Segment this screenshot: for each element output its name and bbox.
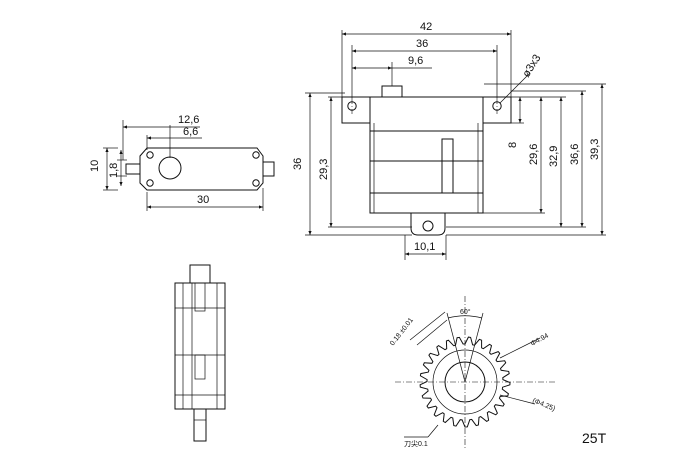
- side-view-body: [125, 147, 275, 191]
- dim-8: 8: [507, 142, 519, 148]
- dim-hole: ø3x3: [520, 52, 543, 79]
- angle-label: 60°: [460, 308, 471, 316]
- dim-12-6: 12,6: [178, 114, 199, 126]
- tolerance-label: 0.18 ±0.01: [389, 317, 415, 347]
- side-view: 12,6 6,6 10 1,8 30: [89, 114, 275, 211]
- dim-9-6: 9,6: [408, 55, 423, 67]
- spline-count-label: 25T: [582, 430, 607, 446]
- dim-29-3: 29,3: [318, 159, 330, 180]
- dim-36: 36: [416, 38, 428, 50]
- dim-36-vertical: 36: [292, 158, 304, 170]
- dim-10: 10: [89, 160, 101, 172]
- dim-42: 42: [420, 21, 432, 33]
- dim-36-6: 36,6: [569, 144, 581, 165]
- spline-gear-detail: 60° 0.18 ±0.01 Φ4.94 (Φ4.25) 刀尖0.1: [389, 296, 556, 450]
- dim-10-1: 10,1: [414, 241, 435, 253]
- dim-32-9: 32,9: [548, 146, 560, 167]
- gear-teeth: [419, 336, 511, 428]
- diameter-inner-label: (Φ4.25): [531, 397, 556, 412]
- end-view: [174, 264, 226, 442]
- diameter-outer-label: Φ4.94: [530, 333, 550, 348]
- dim-39-3: 39,3: [589, 139, 601, 160]
- dim-6-6: 6,6: [183, 126, 198, 138]
- front-view: 42 36 9,6 ø3x3 36 29,3: [292, 21, 606, 260]
- dim-29-6: 29,6: [528, 144, 540, 165]
- dim-30: 30: [197, 194, 209, 206]
- dim-1-8: 1,8: [108, 163, 120, 178]
- tooth-tip-label: 刀尖0.1: [404, 439, 428, 448]
- side-view-dimensions: 12,6 6,6 10 1,8 30: [89, 114, 264, 211]
- front-view-dimensions: 42 36 9,6 ø3x3 36 29,3: [292, 21, 606, 260]
